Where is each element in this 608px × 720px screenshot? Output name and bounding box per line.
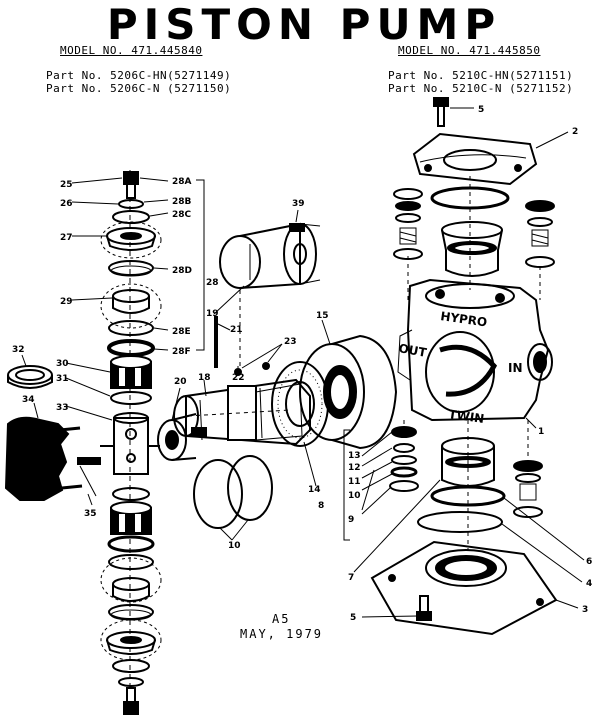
callout-23: 23 [284, 337, 297, 347]
callout-13: 13 [348, 451, 361, 461]
oring-4 [417, 511, 503, 533]
callout-19: 19 [206, 309, 219, 319]
housing-ring-15 [299, 334, 398, 450]
oring-28e [108, 320, 154, 336]
ring-28d [108, 260, 154, 277]
callout-29: 29 [60, 297, 73, 307]
lower-washer [118, 677, 144, 687]
bearing-32 [7, 365, 53, 389]
callout-27: 27 [60, 233, 73, 243]
body-stamp-out: OUT [397, 341, 428, 360]
callout-8: 8 [318, 501, 324, 511]
left-part-number-2: Part No. 5206C-N (5271150) [46, 82, 232, 95]
callout-33: 33 [56, 403, 69, 413]
callout-12: 12 [348, 463, 361, 473]
cover-2 [412, 132, 538, 186]
callout-39: 39 [292, 199, 305, 209]
piston-cup-30 [110, 355, 152, 389]
lower-seal [112, 577, 150, 602]
callout-35: 35 [84, 509, 97, 519]
callout-28: 28 [206, 278, 219, 288]
callout-20: 20 [174, 377, 187, 387]
callout-31: 31 [56, 374, 69, 384]
callout-5-bottom: 5 [350, 613, 356, 623]
snap-rings-10 [193, 455, 273, 529]
callout-25: 25 [60, 180, 73, 190]
oring-top-cover [430, 186, 510, 210]
diagram-title: PISTON PUMP [106, 0, 502, 49]
bolt-top-5 [433, 97, 449, 127]
callout-28a: 28A [172, 177, 192, 187]
bearing-20 [157, 413, 207, 461]
footer-code: A5 [272, 612, 291, 626]
valve-stack-top-right [525, 200, 555, 268]
footer-date: MAY, 1979 [240, 627, 324, 641]
lower-ring-2 [108, 604, 154, 621]
callout-28d: 28D [172, 266, 192, 276]
bolt-25 [123, 171, 139, 199]
pin-35 [77, 457, 101, 497]
washer-31 [110, 391, 152, 405]
left-part-number-1: Part No. 5206C-HN(5271149) [46, 69, 232, 82]
callout-28f: 28F [172, 347, 191, 357]
callout-4: 4 [586, 579, 592, 589]
ball-22b [262, 362, 270, 370]
callout-3: 3 [582, 605, 588, 615]
callout-2: 2 [572, 127, 578, 137]
callout-34: 34 [22, 395, 35, 405]
connecting-rod-33 [100, 412, 160, 475]
left-model-number: MODEL NO. 471.445840 [60, 44, 203, 57]
cap-27 [106, 227, 156, 251]
callout-26: 26 [60, 199, 73, 209]
callout-6: 6 [586, 557, 592, 567]
lower-oring-1 [107, 535, 155, 553]
callout-28e: 28E [172, 327, 191, 337]
valve-stack-top-left [393, 188, 423, 260]
callout-18: 18 [198, 373, 211, 383]
callout-30: 30 [56, 359, 69, 369]
oring-28c [112, 210, 150, 224]
oring-28f [107, 339, 155, 357]
body-stamp-twin: TWIN [448, 407, 486, 426]
lower-cap [106, 631, 156, 655]
bolt-bottom-5 [416, 595, 432, 621]
lower-piston-cup [110, 501, 152, 535]
sleeve-top [441, 221, 503, 277]
shaft-18 [173, 378, 311, 446]
body-stamp-in: IN [508, 361, 523, 375]
valve-stack-bottom-left [389, 426, 419, 492]
callout-32: 32 [12, 345, 25, 355]
eccentric-19 [219, 222, 321, 289]
callout-22: 22 [232, 373, 245, 383]
callout-9: 9 [348, 515, 354, 525]
right-part-number-1: Part No. 5210C-HN(5271151) [388, 69, 574, 82]
cover-3 [370, 540, 558, 636]
callout-11: 11 [348, 477, 361, 487]
lower-oring-3 [112, 659, 150, 673]
lower-bolt [123, 687, 139, 715]
lower-ring-1 [112, 487, 150, 501]
callout-5-top: 5 [478, 105, 484, 115]
callout-28c: 28C [172, 210, 192, 220]
right-model-number: MODEL NO. 471.445850 [398, 44, 541, 57]
washer-26 [118, 199, 144, 209]
seal-29 [112, 289, 150, 314]
callout-14: 14 [308, 485, 321, 495]
bracket-34 [4, 416, 83, 501]
callout-15: 15 [316, 311, 329, 321]
callout-28b: 28B [172, 197, 192, 207]
callout-10b: 10 [348, 491, 361, 501]
right-part-number-2: Part No. 5210C-N (5271152) [388, 82, 574, 95]
callout-10: 10 [228, 541, 241, 551]
callout-21: 21 [230, 325, 243, 335]
callout-1: 1 [538, 427, 544, 437]
callout-7: 7 [348, 573, 354, 583]
lower-oring-2 [108, 554, 154, 570]
body-stamp-brand: HYPRO [440, 309, 488, 329]
